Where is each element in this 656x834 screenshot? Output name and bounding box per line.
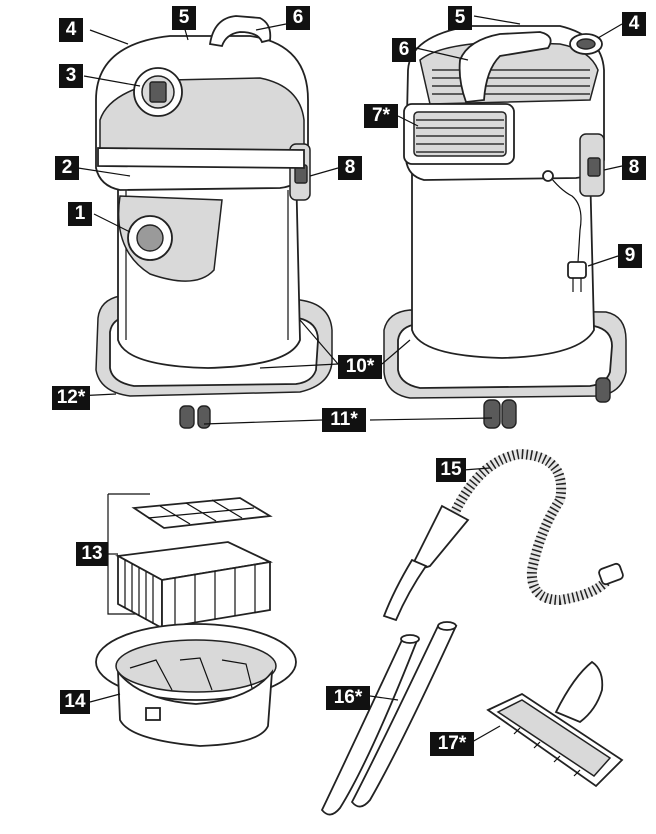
power-plug	[567, 261, 587, 279]
callout-1: 1	[68, 202, 92, 226]
carry-handle-back	[458, 31, 552, 103]
callout-5-front: 5	[172, 6, 196, 30]
castor-wheel-front-left	[179, 405, 211, 429]
leader-lines	[75, 15, 623, 743]
suction-tubes	[320, 621, 458, 816]
callout-17: 17*	[430, 732, 474, 756]
vacuum-front-view	[95, 15, 333, 429]
callout-6-back: 6	[392, 38, 416, 62]
filter-grid-lines	[147, 499, 255, 525]
callout-7: 7*	[364, 104, 398, 128]
callout-2: 2	[55, 156, 79, 180]
callout-6-front: 6	[286, 6, 310, 30]
callout-15: 15	[436, 458, 466, 482]
callout-8-front: 8	[338, 156, 362, 180]
pleats	[124, 560, 256, 626]
callout-5-back: 5	[448, 6, 472, 30]
callout-9: 9	[618, 244, 642, 268]
exhaust-filter-grille	[413, 111, 507, 157]
callout-8-back: 8	[622, 156, 646, 180]
container-back	[411, 167, 595, 359]
suction-hose	[382, 448, 624, 622]
callout-3: 3	[59, 64, 83, 88]
power-cord	[547, 173, 582, 263]
floor-nozzle	[486, 660, 624, 788]
callout-16: 16*	[326, 686, 370, 710]
carry-handle-front	[208, 15, 272, 48]
top-grille-lines	[432, 69, 590, 95]
callout-14: 14	[60, 690, 90, 714]
castor-wheel-back-right	[483, 377, 611, 429]
dirt-basket	[95, 623, 297, 747]
callout-4-back: 4	[622, 12, 646, 36]
vacuum-back-view	[383, 25, 627, 429]
callout-13: 13	[76, 542, 108, 566]
callout-10: 10*	[338, 355, 382, 379]
nozzle-teeth	[513, 727, 581, 777]
callout-4-front: 4	[59, 18, 83, 42]
filter-set	[107, 493, 273, 630]
callout-12: 12*	[52, 386, 90, 410]
callout-11: 11*	[322, 408, 366, 432]
